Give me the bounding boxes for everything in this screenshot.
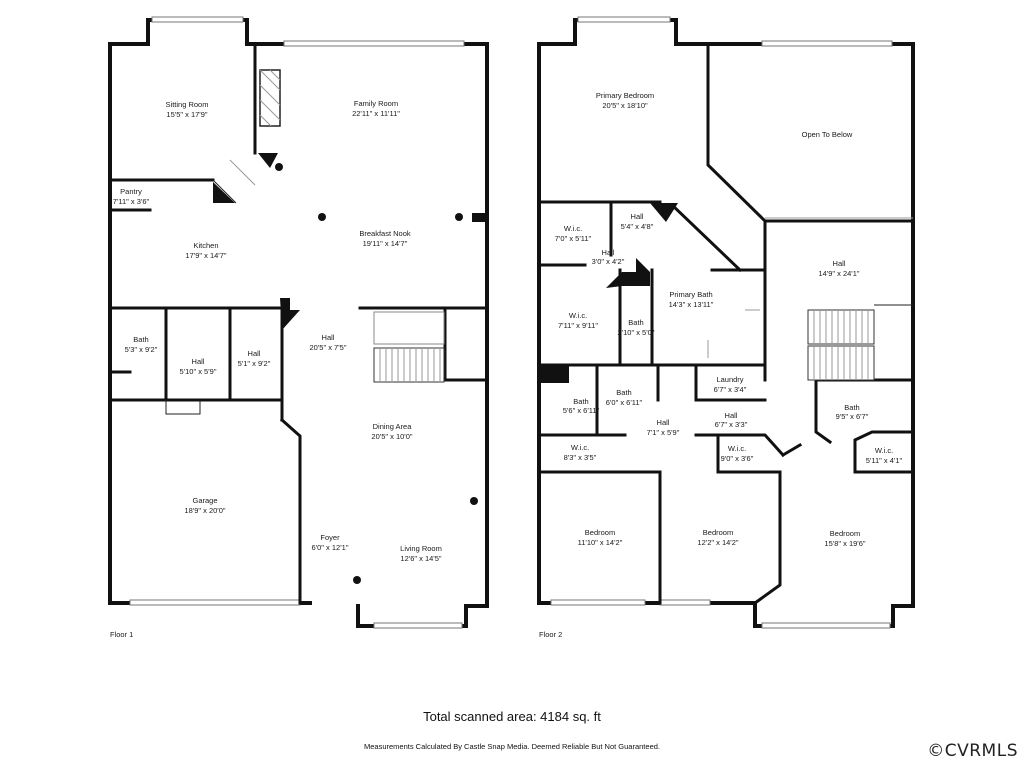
room-name: Hall [725,411,738,420]
room-name: Breakfast Nook [359,229,411,238]
cvrmls-watermark: ©CVRMLS [927,741,1018,761]
room-name: Primary Bath [669,290,712,299]
room-dimensions: 5'11" x 4'1" [866,456,903,465]
room-dimensions: 14'9" x 24'1" [818,269,859,278]
room-dimensions: 20'5" x 10'0" [371,432,412,441]
room-dimensions: 6'7" x 3'4" [714,385,747,394]
room-dimensions: 2'10" x 5'0" [618,328,655,337]
room-name: Pantry [120,187,142,196]
room-dimensions: 6'0" x 12'1" [312,543,349,552]
room-dimensions: 6'7" x 3'3" [715,420,748,429]
room-name: Bath [133,335,148,344]
room-name: W.i.c. [571,443,589,452]
floor-2-plan [537,16,915,629]
room-name: Hall [248,349,261,358]
room-dimensions: 8'3" x 3'5" [564,453,597,462]
room-name: W.i.c. [875,446,893,455]
room-name: Hall [657,418,670,427]
room-dimensions: 5'6" x 6'11" [563,406,600,415]
room-name: Bedroom [830,529,860,538]
room-name: Sitting Room [166,100,209,109]
room-dimensions: 19'11" x 14'7" [363,239,408,248]
room-name: W.i.c. [728,444,746,453]
room-dimensions: 9'5" x 6'7" [836,412,869,421]
measurement-disclaimer: Measurements Calculated By Castle Snap M… [364,742,660,751]
room-dimensions: 17'9" x 14'7" [185,251,226,260]
room-name: Dining Area [373,422,413,431]
room-name: W.i.c. [569,311,587,320]
room-name: Primary Bedroom [596,91,654,100]
floor-label: Floor 1 [110,630,133,639]
room-dimensions: 14'3" x 13'11" [669,300,714,309]
room-dimensions: 5'3" x 9'2" [125,345,158,354]
room-name: Garage [192,496,217,505]
room-dimensions: 15'8" x 19'6" [824,539,865,548]
floor-2-labels: Primary Bedroom 20'5" x 18'10" Open To B… [539,91,903,639]
room-name: Hall [631,212,644,221]
room-name: Bedroom [585,528,615,537]
floor-1-labels: Sitting Room 15'5" x 17'9" Family Room 2… [110,99,442,639]
room-name: Laundry [716,375,743,384]
room-name: Hall [192,357,205,366]
floor-1-plan [108,16,489,629]
room-name: Family Room [354,99,398,108]
stairs-floor-1 [373,311,445,383]
room-dimensions: 15'5" x 17'9" [166,110,207,119]
room-dimensions: 9'0" x 3'6" [721,454,754,463]
room-name: Bath [628,318,643,327]
room-name: Hall [322,333,335,342]
room-name: Hall [602,248,615,257]
room-name: Open To Below [802,130,853,139]
room-dimensions: 5'10" x 5'9" [180,367,217,376]
room-dimensions: 12'6" x 14'5" [400,554,441,563]
room-name: W.i.c. [564,224,582,233]
room-dimensions: 5'4" x 4'8" [621,222,654,231]
room-dimensions: 7'11" x 9'11" [558,321,598,330]
room-name: Living Room [400,544,442,553]
room-dimensions: 18'9" x 20'0" [184,506,225,515]
room-dimensions: 3'0" x 4'2" [592,257,625,266]
room-dimensions: 6'0" x 6'11" [606,398,643,407]
room-dimensions: 11'10" x 14'2" [578,538,623,547]
room-dimensions: 7'1" x 5'9" [647,428,680,437]
room-dimensions: 7'0" x 5'11" [555,234,592,243]
room-dimensions: 7'11" x 3'6" [113,197,150,206]
floor-label: Floor 2 [539,630,562,639]
room-dimensions: 20'5" x 18'10" [602,101,648,110]
stairs-floor-2 [807,304,913,381]
room-name: Kitchen [193,241,218,250]
room-name: Bath [616,388,631,397]
room-name: Foyer [320,533,340,542]
total-scanned-area: Total scanned area: 4184 sq. ft [423,709,601,724]
room-dimensions: 22'11" x 11'11" [352,109,400,118]
room-dimensions: 12'2" x 14'2" [697,538,738,547]
room-name: Hall [833,259,846,268]
room-name: Bedroom [703,528,733,537]
room-name: Bath [844,403,859,412]
room-name: Bath [573,397,588,406]
room-dimensions: 20'5" x 7'5" [310,343,347,352]
room-dimensions: 5'1" x 9'2" [238,359,271,368]
